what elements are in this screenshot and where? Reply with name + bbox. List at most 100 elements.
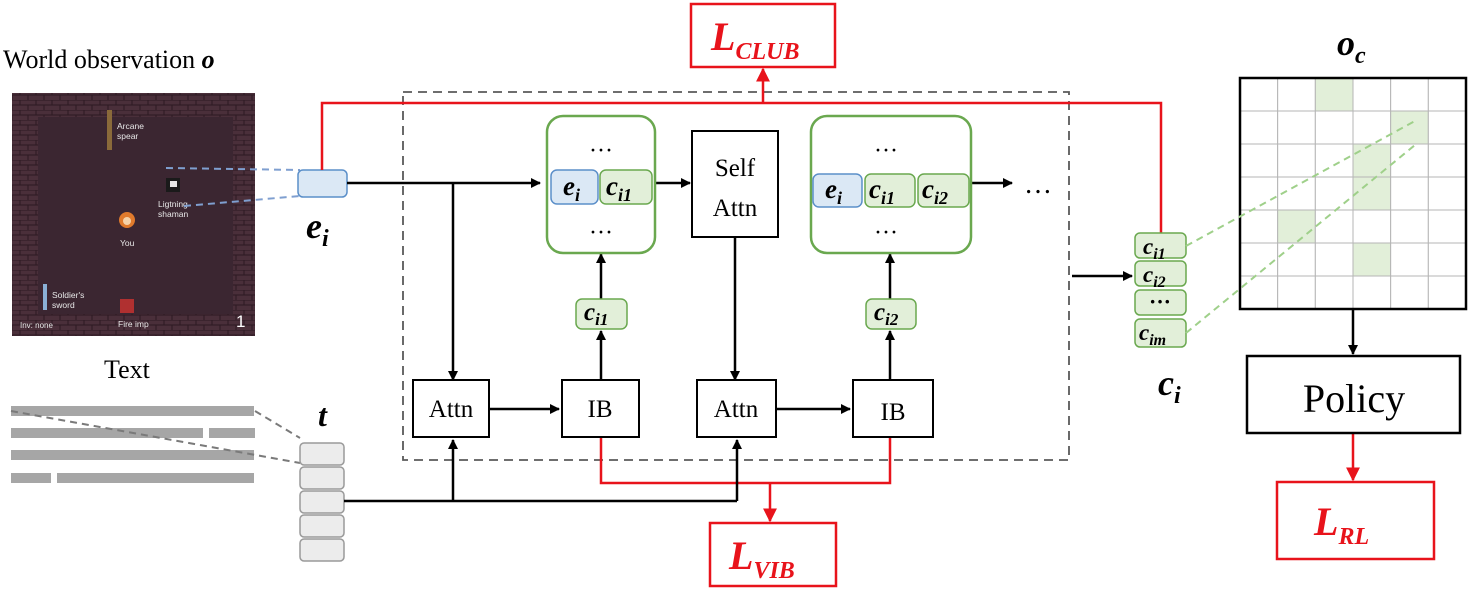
grid-cell	[1427, 242, 1467, 277]
grid-cell-active	[1352, 176, 1392, 211]
player-label: You	[120, 238, 135, 248]
attn-node-1-label: Attn	[429, 396, 474, 423]
policy-node	[1245, 354, 1462, 435]
grid-cell	[1352, 209, 1392, 244]
grid-observation	[1238, 76, 1468, 311]
club-loss-box	[689, 2, 837, 69]
level-counter: 1	[236, 312, 245, 331]
grid-cell	[1314, 143, 1354, 178]
player-sprite	[119, 212, 135, 228]
club-loss-label: LCLUB	[710, 14, 799, 65]
grid-cell	[1427, 209, 1467, 244]
grid-projection-line	[1185, 144, 1416, 334]
grid-cell-active	[1314, 77, 1354, 112]
grid-cell	[1239, 110, 1279, 145]
grid-cell	[1239, 176, 1279, 211]
concept-c-i1-label: ci1	[584, 299, 608, 329]
concept-c-i1-box	[575, 298, 628, 330]
grid-cell-active	[1352, 242, 1392, 277]
grid-cell	[1239, 242, 1279, 277]
self-attn-node	[691, 130, 779, 238]
concept-c-i2-box	[865, 298, 917, 330]
token-c-i1	[599, 169, 653, 205]
grid-cell	[1390, 77, 1429, 112]
concept-stack: ci1 ci2 ··· cim	[1134, 232, 1187, 349]
continuation-ellipsis: …	[1024, 169, 1052, 200]
self-attn-label-2: Attn	[713, 195, 758, 222]
grid-cell-active	[1352, 143, 1392, 178]
ellipsis: ···	[589, 220, 613, 246]
vib-loss-label: LVIB	[728, 533, 795, 584]
ellipsis: ···	[874, 138, 898, 164]
grid-cell	[1427, 77, 1467, 112]
text-embedding-symbol: t	[318, 397, 328, 433]
concept-c-i2-label: ci2	[874, 299, 899, 329]
rl-loss-box	[1275, 480, 1436, 561]
text-projection-line	[10, 410, 301, 464]
token-c-i1	[864, 173, 916, 208]
grid-cell	[1427, 176, 1467, 211]
text-token-stack	[299, 442, 345, 562]
attn-node-2-label: Attn	[714, 396, 759, 423]
soldier-sword-sprite	[43, 284, 47, 310]
grid-cell	[1314, 110, 1354, 145]
arcane-spear-sprite	[107, 110, 112, 150]
entity-symbol: ei	[306, 206, 329, 252]
projection-line	[165, 167, 301, 171]
ellipsis: ···	[874, 220, 898, 246]
grid-cell	[1239, 77, 1279, 112]
grid-cell	[1277, 242, 1316, 277]
token-e-i	[812, 173, 863, 208]
text-label: Text	[104, 355, 151, 384]
ib-node-1-label: IB	[588, 396, 613, 423]
grid-cell	[1352, 77, 1392, 112]
flow-lines	[344, 178, 1358, 503]
stack-ellipsis-label: ···	[1149, 289, 1171, 314]
policy-label: Policy	[1303, 376, 1405, 421]
grid-projection-line	[1185, 120, 1416, 247]
attn-node-2	[696, 379, 777, 438]
ib-node-2-label: IB	[881, 399, 906, 426]
attn-node-1	[412, 379, 490, 438]
club-loss-path	[320, 101, 1163, 235]
stack-c-i2-label: ci2	[1143, 262, 1166, 291]
grid-cell	[1314, 275, 1354, 310]
grid-cell	[1314, 209, 1354, 244]
fire-imp-label: Fire imp	[118, 319, 149, 329]
text-projection-line	[254, 410, 301, 439]
grid-cell	[1390, 176, 1429, 211]
grid-cell-active	[1277, 209, 1316, 244]
grid-cell	[1427, 110, 1467, 145]
grid-cell	[1352, 275, 1392, 310]
grid-cell	[1277, 77, 1316, 112]
grid-cell	[1239, 209, 1279, 244]
token-c-i2	[917, 173, 970, 208]
stack-c-i1-label: ci1	[1143, 234, 1166, 263]
grid-border	[1238, 76, 1468, 311]
projection-line	[183, 195, 301, 207]
token-c-i1-label: ci1	[606, 171, 632, 205]
grid-cell	[1314, 242, 1354, 277]
fire-imp-sprite	[120, 299, 134, 313]
grid-cell	[1352, 110, 1392, 145]
grid-cell	[1277, 110, 1316, 145]
ib-node-2	[852, 379, 934, 438]
self-attn-label-1: Self	[715, 155, 756, 182]
grid-cell	[1277, 275, 1316, 310]
grid-cell	[1427, 143, 1467, 178]
grid-cell	[1239, 143, 1279, 178]
grid-cell	[1427, 275, 1467, 310]
grid-cell-active	[1390, 110, 1429, 145]
lightning-shaman-sprite	[166, 178, 180, 192]
token-c-i1-label: ci1	[869, 174, 895, 208]
grid-cell	[1390, 275, 1429, 310]
entity-embedding-box	[297, 169, 348, 198]
grid-cell	[1239, 275, 1279, 310]
grid-observation-symbol: oc	[1337, 23, 1366, 69]
concept-symbol: ci	[1158, 363, 1181, 409]
token-e-i-label: ei	[825, 174, 842, 208]
